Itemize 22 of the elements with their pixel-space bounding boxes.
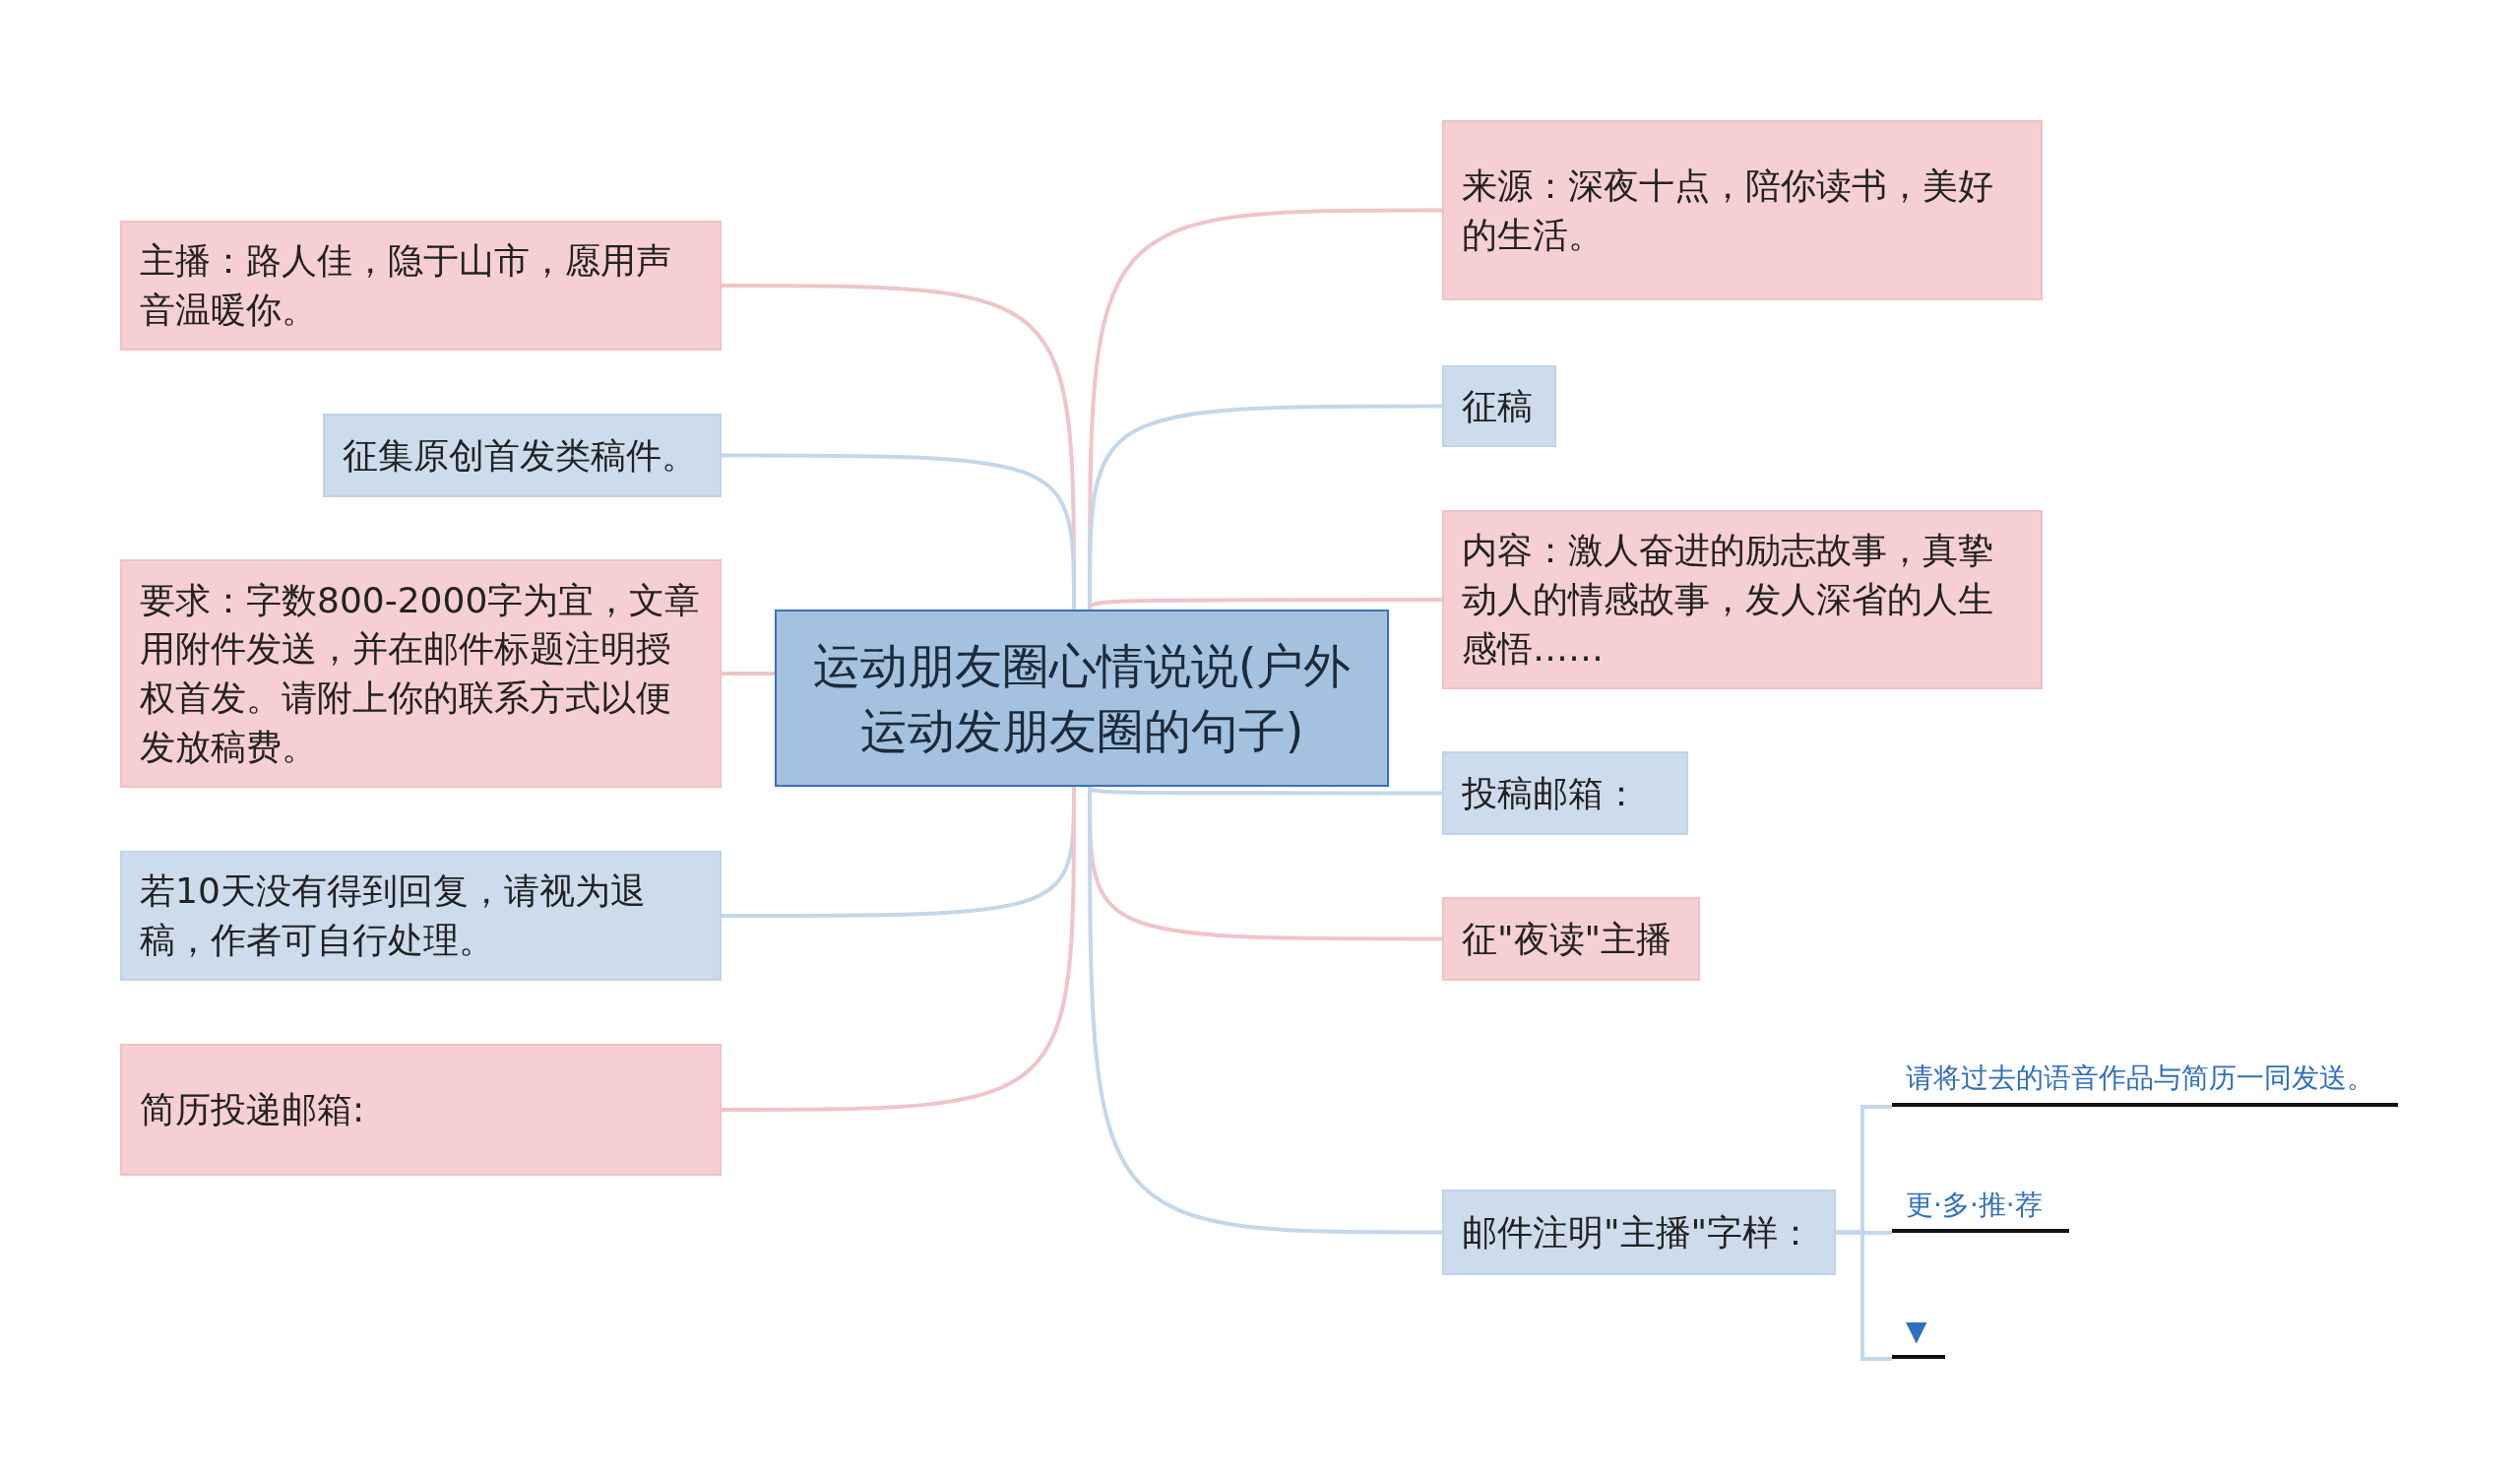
curved-connector [1088, 787, 1442, 1235]
topic-box: 简历投递邮箱: [120, 1044, 722, 1176]
bracket-connector [1836, 1230, 1892, 1361]
topic-box: 来源：深夜十点，陪你读书，美好的生活。 [1442, 120, 2043, 300]
curved-connector [722, 787, 1076, 1112]
curved-connector [1088, 598, 1442, 611]
topic-box: 征集原创首发类稿件。 [323, 414, 722, 497]
topic-box: 内容：激人奋进的励志故事，真挚动人的情感故事，发人深省的人生感悟…… [1442, 510, 2043, 689]
curved-connector [722, 453, 1076, 610]
topic-box: 邮件注明"主播"字样： [1442, 1190, 1836, 1275]
topic-box: 征"夜读"主播 [1442, 897, 1700, 981]
topic-box: 若10天没有得到回复，请视为退稿，作者可自行处理。 [120, 851, 722, 981]
topic-box: 投稿邮箱： [1442, 751, 1688, 835]
underlined-link: 更·多·推·荐 [1892, 1182, 2069, 1233]
topic-box: 要求：字数800-2000字为宜，文章用附件发送，并在邮件标题注明授权首发。请附上你的联系方式以便发放稿费。 [120, 559, 722, 788]
curved-connector [722, 672, 775, 675]
topic-box: 征稿 [1442, 365, 1556, 447]
topic-box: 主播：路人佳，隐于山市，愿用声音温暖你。 [120, 221, 722, 351]
central-topic-box: 运动朋友圈心情说说(户外运动发朋友圈的句子) [775, 610, 1389, 787]
curved-connector [1088, 404, 1442, 610]
underlined-link: 请将过去的语音作品与简历一同发送。 [1892, 1054, 2398, 1107]
underlined-link: ▼ [1892, 1308, 1945, 1359]
